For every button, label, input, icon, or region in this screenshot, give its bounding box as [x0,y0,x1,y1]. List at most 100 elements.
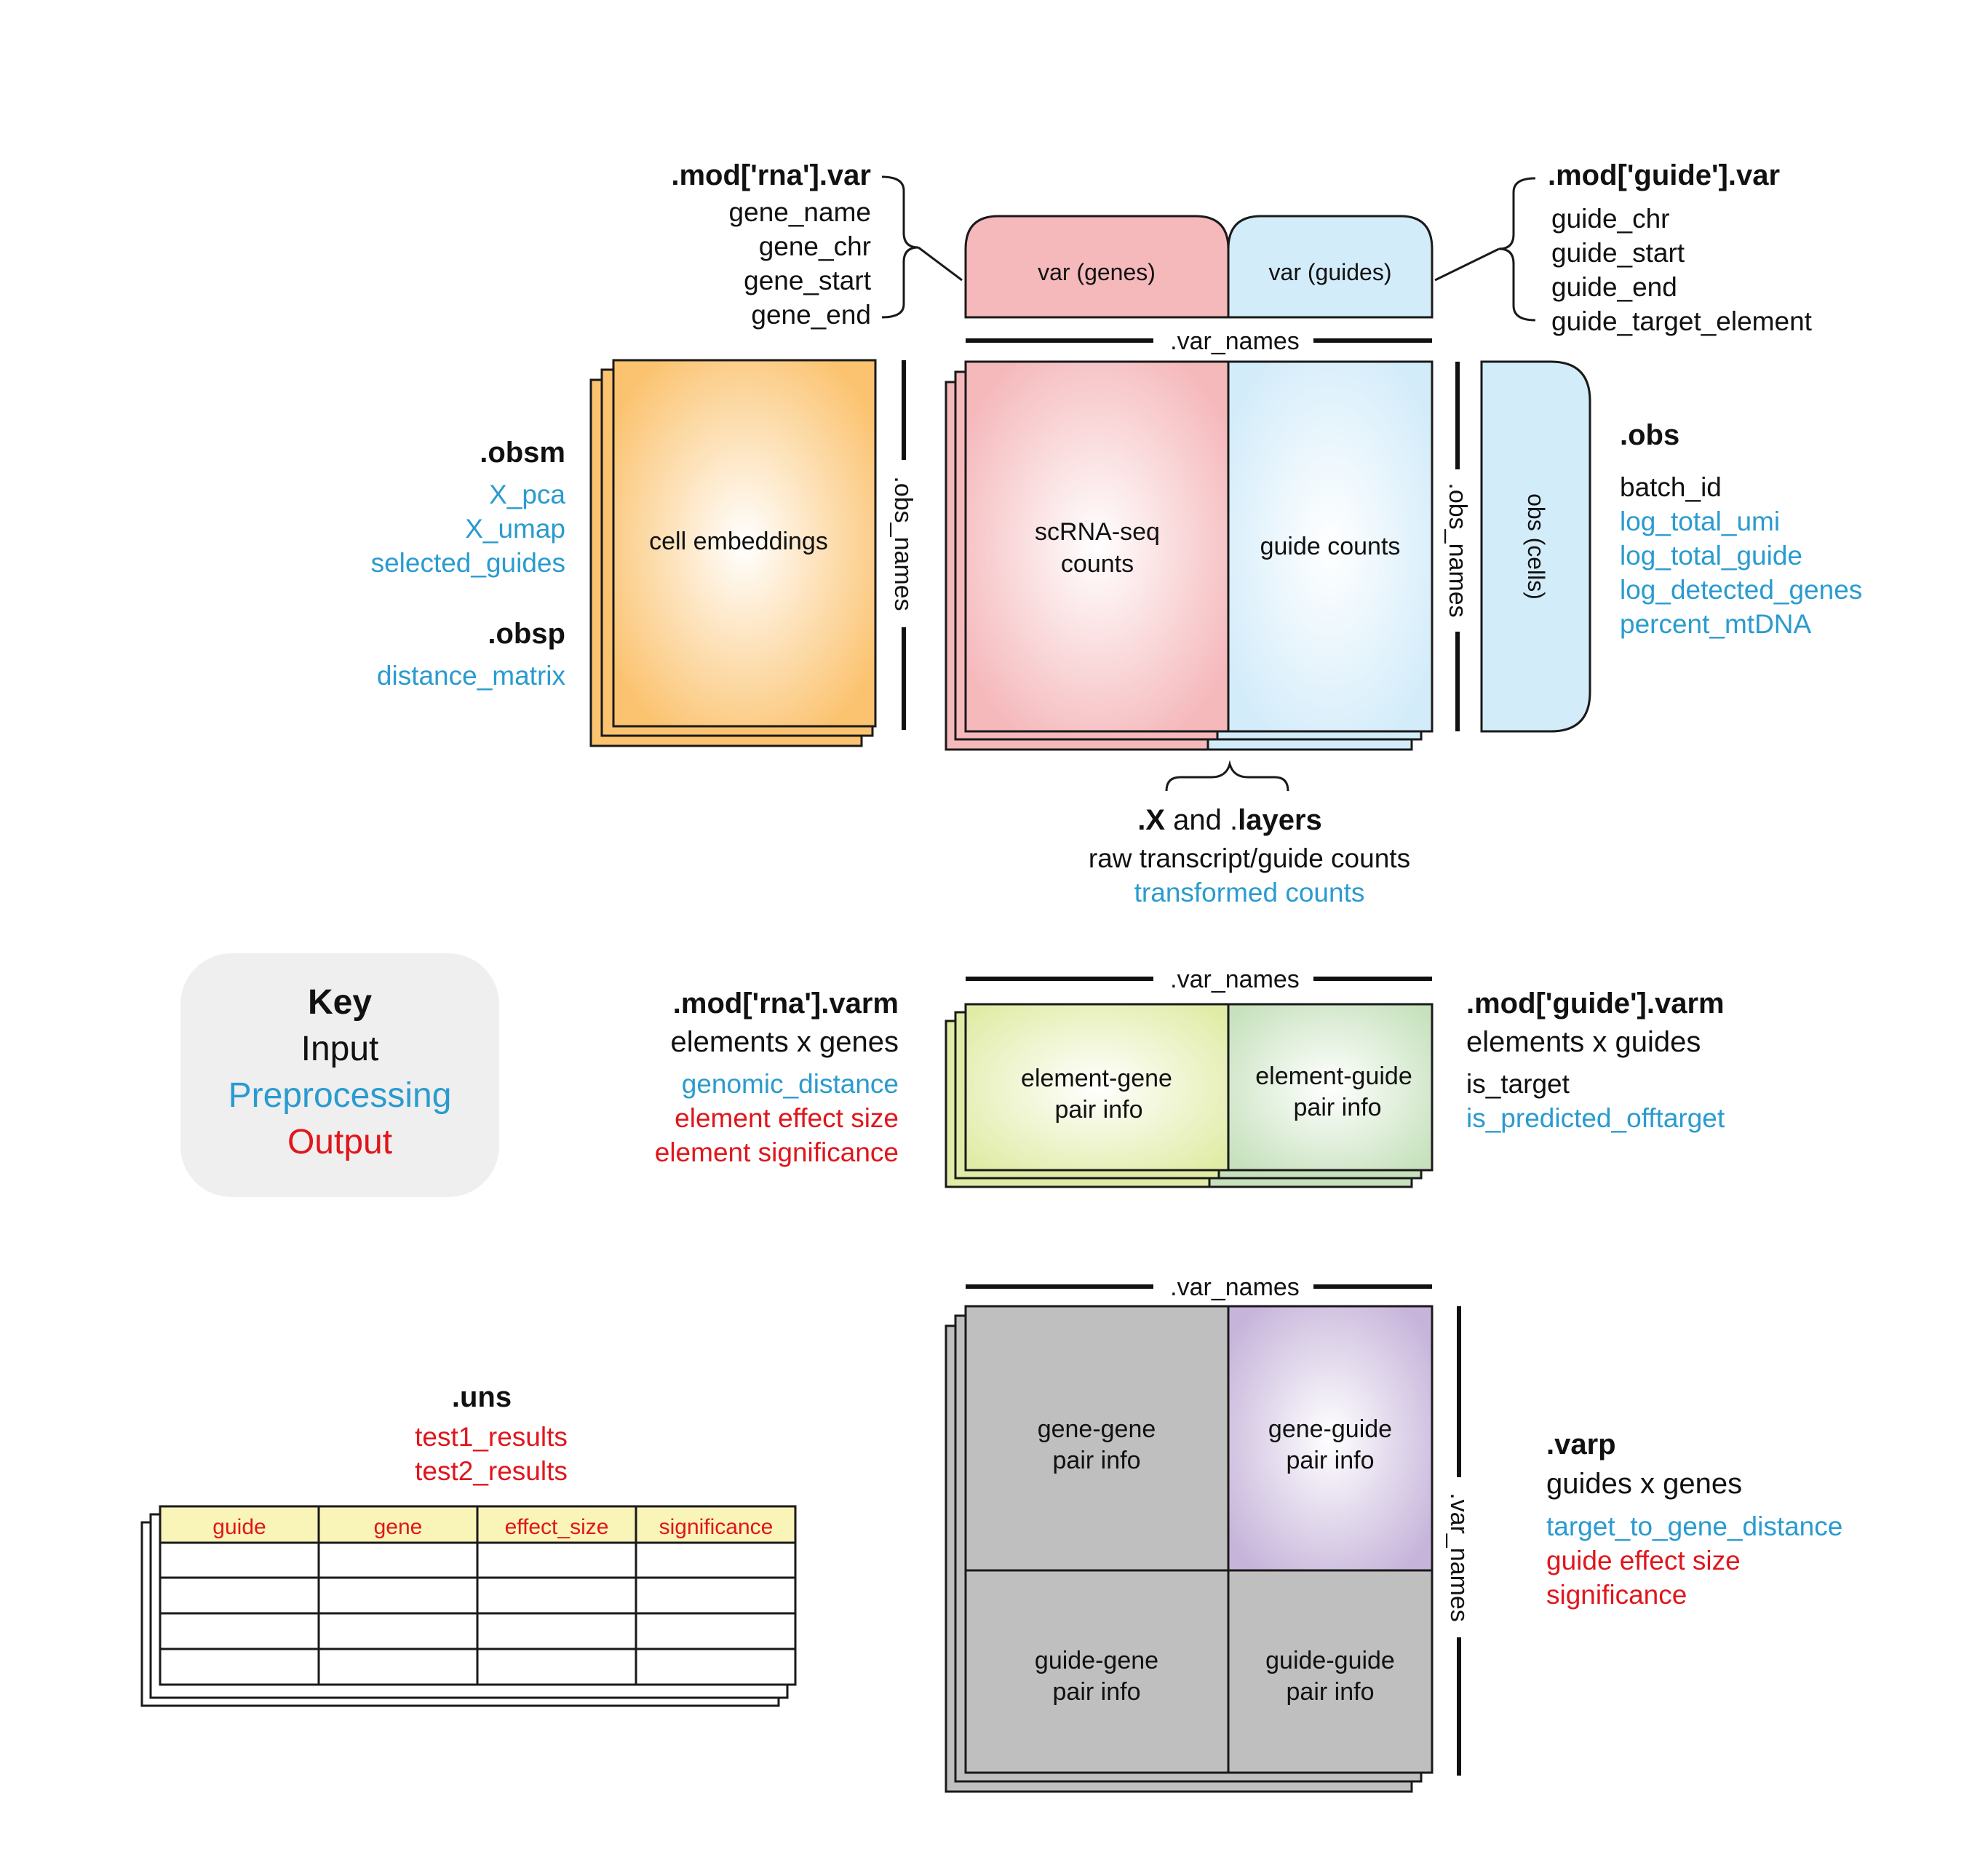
obs-cells-label: obs (cells) [1523,493,1549,600]
obs-item: batch_id [1620,472,1722,502]
obsm-item: selected_guides [371,548,565,578]
rna-varm-annotation: .mod['rna'].varm elements x genes genomi… [655,987,899,1167]
scrna-counts-label: scRNA-seq [1035,518,1160,546]
guide-var-annotation: .mod['guide'].var guide_chr guide_start … [1548,159,1813,336]
uns-table-header-significance: significance [659,1515,774,1539]
guide-guide-label: pair info [1287,1678,1375,1706]
obs-annotation: .obs batch_id log_total_umi log_total_gu… [1620,419,1862,639]
varp-var-names-top-label: .var_names [1170,1273,1300,1301]
rna-var-item: gene_start [744,266,872,295]
guide-var-title: .mod['guide'].var [1548,159,1780,191]
rna-var-item: gene_chr [759,231,871,261]
guide-var-item: guide_start [1551,238,1685,268]
guide-var-brace [1498,177,1536,322]
varm-var-names-label: .var_names [1170,966,1300,993]
key-input: Input [301,1030,379,1068]
var-genes-box [964,215,1230,319]
obs-item: log_total_guide [1620,541,1802,571]
obs-names-label-right: .obs_names [1444,482,1471,617]
scrna-counts-box [964,360,1230,733]
uns-title: .uns [452,1381,512,1413]
obsp-annotation: .obsp distance_matrix [377,618,566,691]
x-layers-brace [1165,760,1289,792]
x-layers-item: transformed counts [1134,878,1365,907]
obsm-title: .obsm [480,437,565,469]
var-genes-label: var (genes) [1038,259,1156,285]
varp-subtitle: guides x genes [1546,1468,1742,1500]
x-layers-title: .X and .layers [1137,804,1322,836]
gene-gene-box [964,1305,1230,1572]
obs-item: percent_mtDNA [1620,609,1812,639]
element-guide-box [1227,1003,1434,1172]
guide-guide-label: guide-guide [1265,1647,1395,1674]
gene-gene-label: pair info [1053,1447,1141,1474]
obs-title: .obs [1620,419,1679,451]
guide-gene-label: guide-gene [1035,1647,1158,1674]
obs-item: log_detected_genes [1620,575,1862,605]
rna-var-title: .mod['rna'].var [671,159,871,191]
uns-results-table: guide gene effect_size significance [159,1505,797,1686]
key-title: Key [308,983,372,1022]
gene-guide-box [1227,1305,1434,1572]
rna-var-item: gene_end [751,300,871,330]
key-preprocessing: Preprocessing [228,1076,452,1115]
x-part: .X [1137,804,1165,836]
varp-title: .varp [1546,1428,1616,1460]
varp-annotation: .varp guides x genes target_to_gene_dist… [1546,1428,1842,1610]
guide-var-item: guide_end [1551,272,1677,302]
guide-gene-box [964,1569,1230,1774]
gene-guide-label: pair info [1287,1447,1375,1474]
uns-item: test2_results [415,1456,568,1486]
rna-varm-item: element effect size [675,1103,899,1133]
var-names-label: .var_names [1170,327,1300,355]
key-output: Output [287,1123,392,1161]
and-part: and . [1165,804,1238,836]
obs-item: log_total_umi [1620,506,1780,536]
cell-embeddings-label: cell embeddings [649,528,828,555]
key-box [180,953,499,1197]
uns-table-header-effect-size: effect_size [505,1515,609,1539]
obsp-item: distance_matrix [377,661,566,691]
rna-var-annotation: .mod['rna'].var gene_name gene_chr gene_… [671,159,871,330]
guide-guide-box [1227,1569,1434,1774]
obsm-item: X_umap [465,514,565,544]
gene-guide-label: gene-guide [1268,1415,1392,1443]
rna-var-brace [881,175,919,319]
obs-names-label-left: .obs_names [889,476,917,611]
guide-gene-label: pair info [1053,1678,1141,1706]
obsm-item: X_pca [489,480,565,509]
varp-item: guide effect size [1546,1546,1741,1575]
rna-varm-item: element significance [655,1137,899,1167]
guide-varm-title: .mod['guide'].varm [1466,987,1725,1020]
uns-annotation: .uns test1_results test2_results [415,1381,568,1486]
guide-varm-subtitle: elements x guides [1466,1026,1701,1058]
gene-gene-label: gene-gene [1038,1415,1156,1443]
rna-varm-subtitle: elements x genes [670,1026,899,1058]
rna-var-connector [918,246,963,282]
rna-var-item: gene_name [729,197,871,227]
guide-var-item: guide_target_element [1551,306,1813,336]
layers-part: layers [1238,804,1322,836]
element-gene-box [964,1003,1230,1172]
element-guide-label: element-guide [1255,1062,1412,1090]
guide-varm-item: is_target [1466,1069,1570,1099]
uns-item: test1_results [415,1422,568,1452]
uns-table-header-gene: gene [374,1515,423,1539]
guide-counts-label: guide counts [1260,533,1401,560]
rna-varm-item: genomic_distance [682,1069,899,1099]
rna-varm-title: .mod['rna'].varm [673,987,899,1020]
guide-var-item: guide_chr [1551,204,1670,234]
varp-item: significance [1546,1580,1687,1610]
element-guide-label: pair info [1294,1094,1382,1121]
obsm-annotation: .obsm X_pca X_umap selected_guides [371,437,566,578]
x-layers-item: raw transcript/guide counts [1089,843,1410,873]
scrna-counts-label: counts [1061,550,1134,578]
element-gene-label: element-gene [1021,1065,1172,1092]
guide-counts-box [1227,360,1434,733]
guide-varm-item: is_predicted_offtarget [1466,1103,1725,1133]
varp-item: target_to_gene_distance [1546,1511,1842,1541]
element-gene-label: pair info [1055,1096,1143,1124]
var-guides-label: var (guides) [1269,259,1392,285]
varp-var-names-side-label: .var_names [1445,1493,1473,1622]
